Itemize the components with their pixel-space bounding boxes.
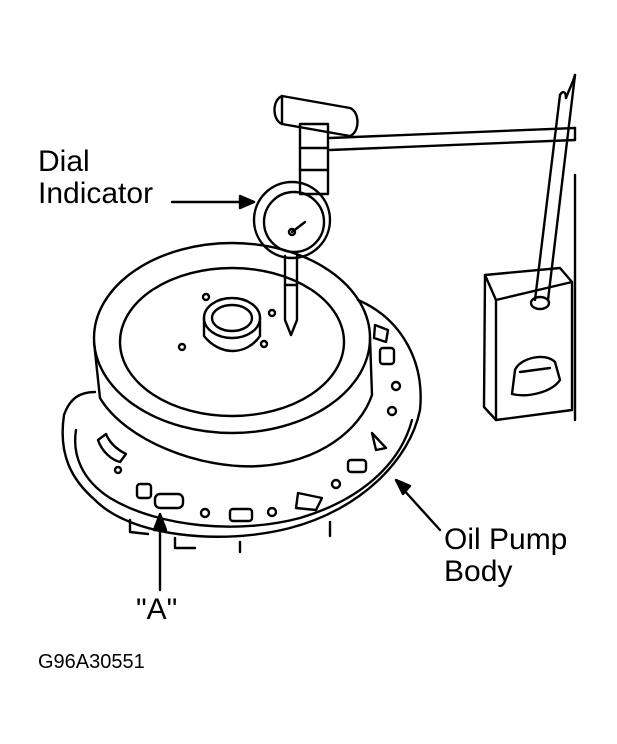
- dial-indicator-label: Dial Indicator: [38, 146, 153, 209]
- leader-dial-indicator: [170, 194, 256, 210]
- clamp-assembly: [273, 94, 359, 196]
- leader-point-a: [152, 512, 168, 592]
- oil-pump-body-label-line2: Body: [444, 554, 513, 588]
- oil-pump-body-label: Oil Pump Body: [444, 524, 567, 587]
- holding-arm: [328, 126, 577, 152]
- oil-pump-body: [61, 241, 422, 554]
- oil-pump-body-label-line1: Oil Pump: [444, 523, 568, 556]
- point-a-label: "A": [136, 593, 178, 626]
- magnetic-base-stand: [482, 73, 577, 422]
- dial-indicator-gauge: [252, 180, 332, 337]
- figure-code: G96A30551: [38, 651, 145, 673]
- leader-oil-pump-body: [394, 478, 442, 532]
- base-knob: [510, 355, 562, 397]
- dial-indicator-label-line2: Indicator: [38, 176, 154, 210]
- dial-indicator-label-line1: Dial: [38, 145, 90, 178]
